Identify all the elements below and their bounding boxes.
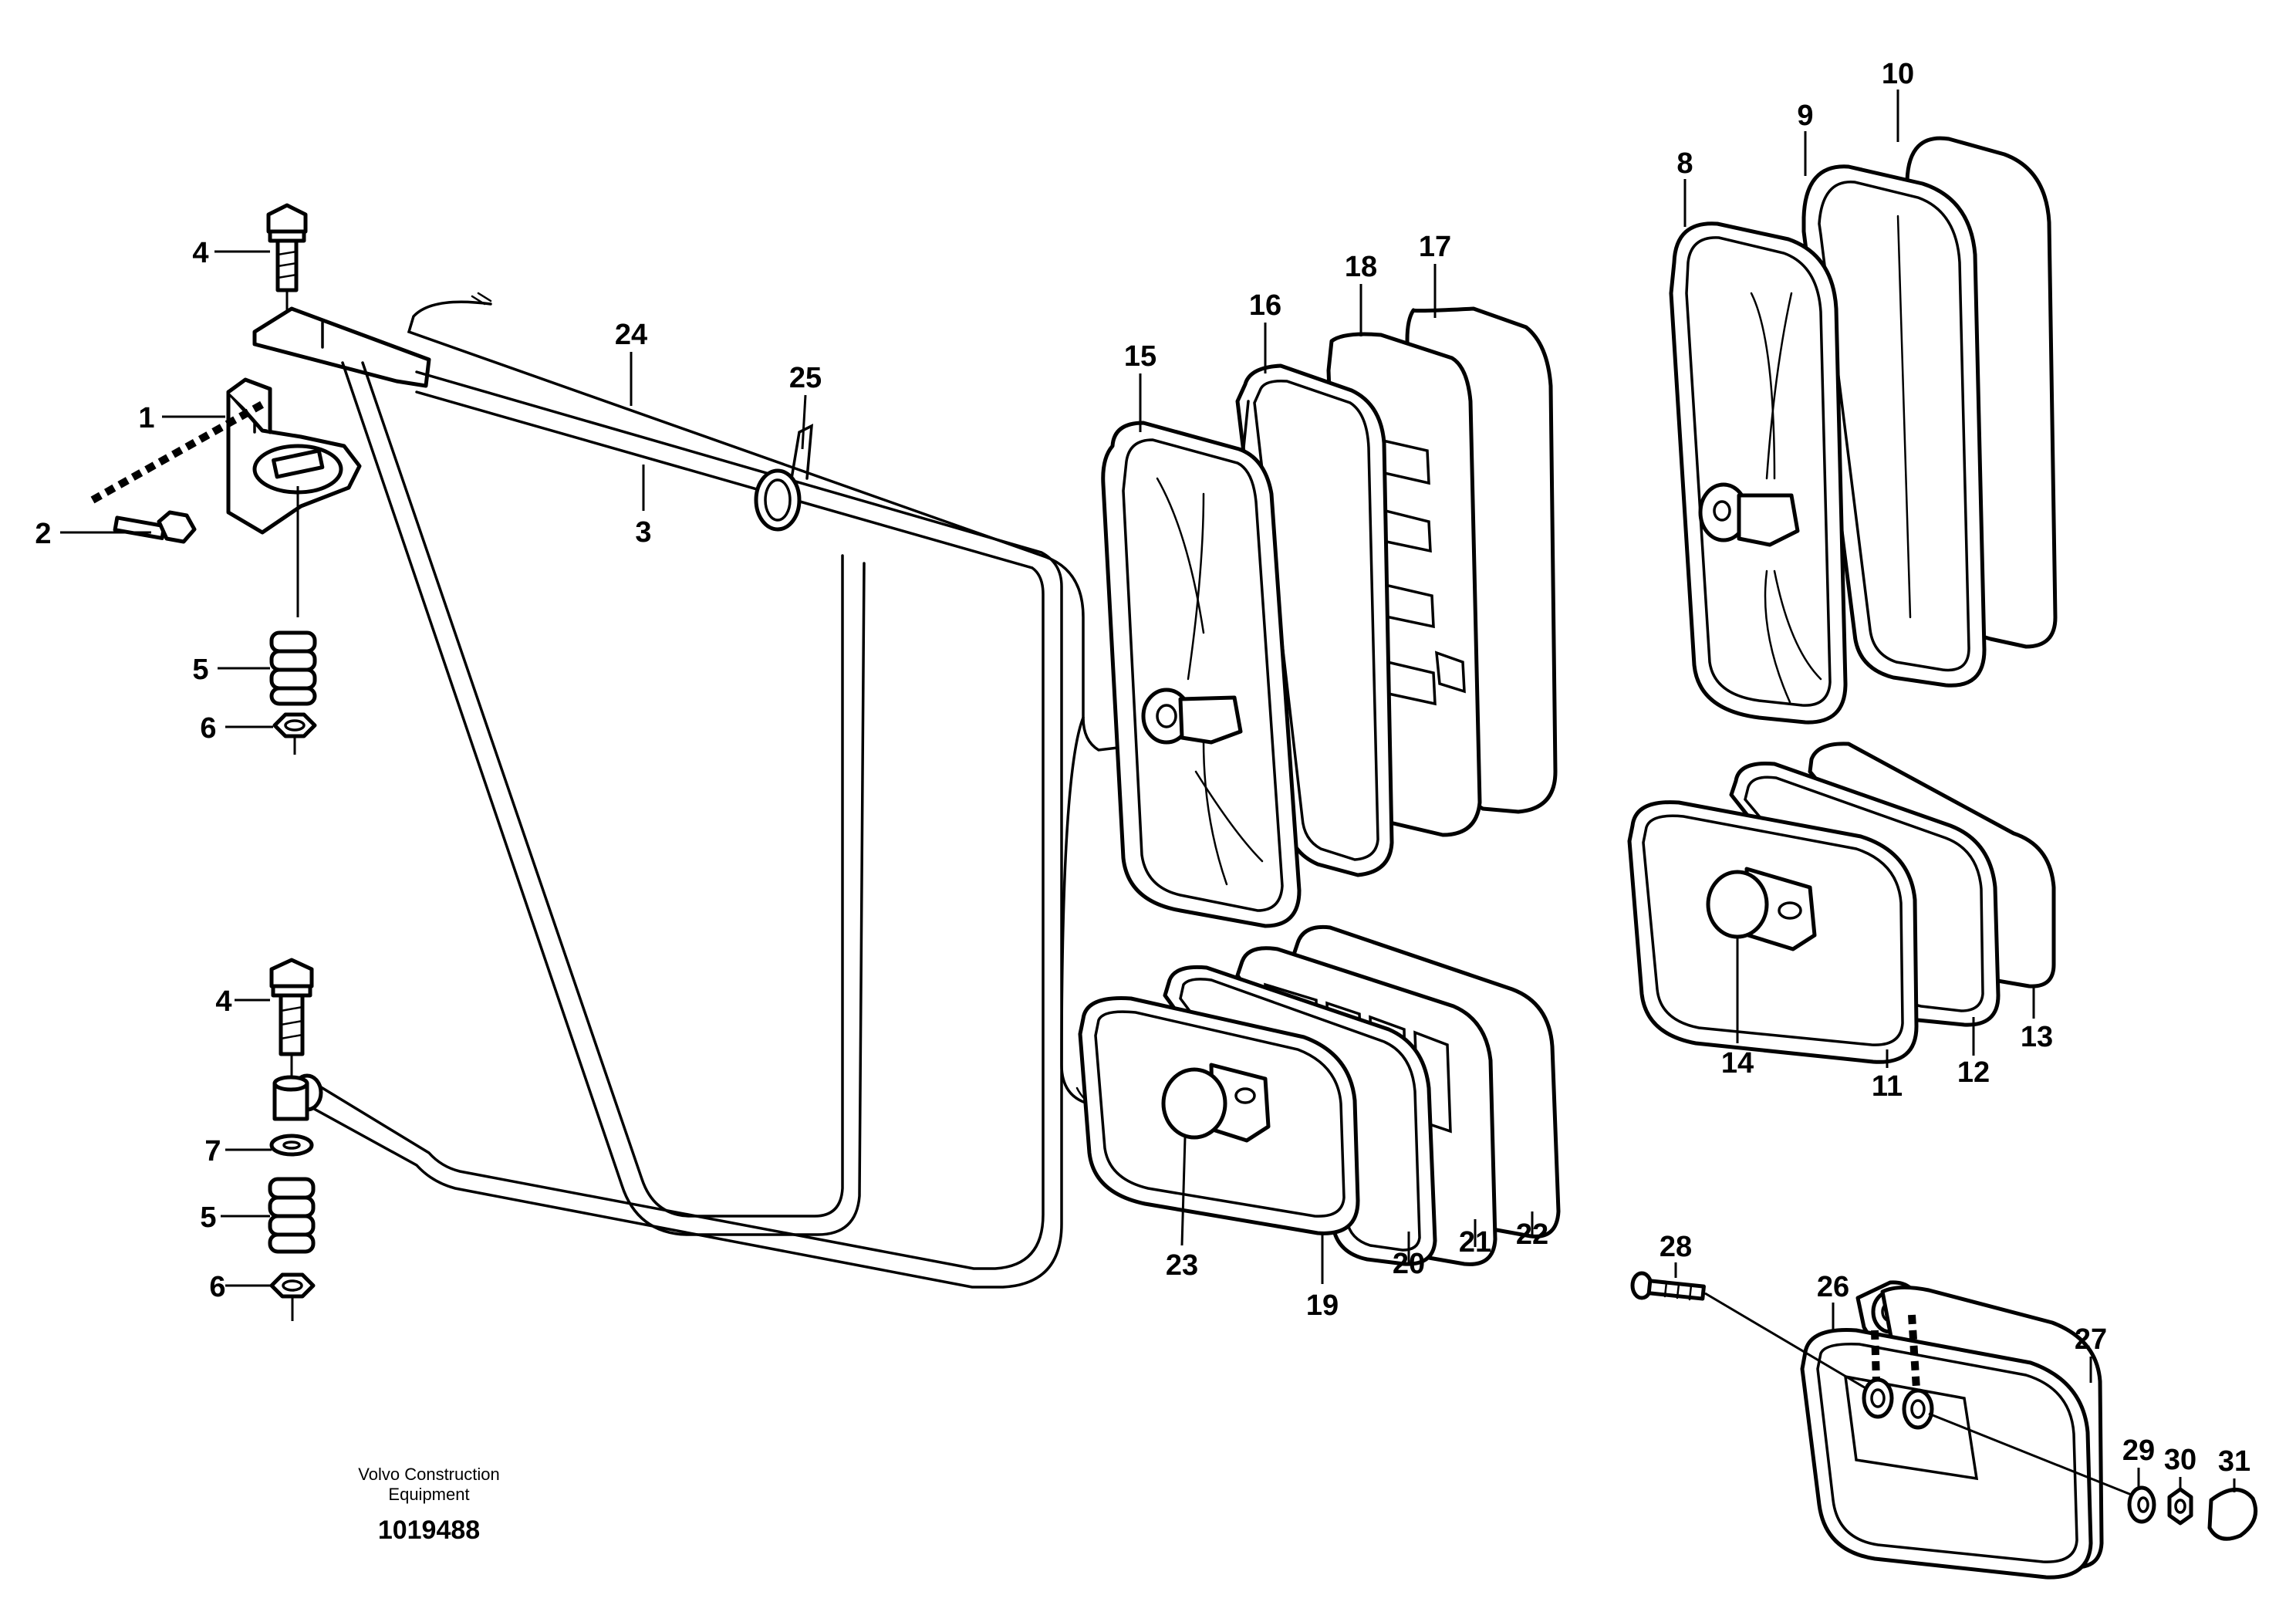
callout-2: 2 [35,518,51,550]
bracket-part-1 [226,377,362,535]
mirror-set-e [1630,1271,2257,1580]
callout-labels: 1 2 3 4 4 5 5 6 6 7 8 9 10 11 12 13 14 1… [35,58,2250,1478]
callout-14: 14 [1721,1047,1754,1080]
mirror-head-part-26 [1800,1314,2093,1580]
mirror-head-part-8 [1669,221,1848,725]
callout-19: 19 [1306,1289,1339,1322]
spring-upper [269,630,317,706]
nut-part-30 [2167,1487,2193,1526]
washer-part-29 [2127,1485,2156,1524]
callout-25: 25 [789,362,822,394]
callout-12: 12 [1957,1056,1990,1089]
callout-27: 27 [2075,1323,2107,1356]
mirror-head-part-15 [1101,421,1302,928]
upper-mount-group [90,203,362,755]
mirror-head-part-23 [1078,996,1360,1235]
lower-mount-group [268,958,316,1321]
cable-tie-part-25 [754,424,814,532]
callout-7: 7 [204,1135,221,1168]
callout-5-upper: 5 [192,654,208,686]
nut-lower [269,1272,316,1321]
gasket-part-16 [1235,363,1394,877]
callout-29: 29 [2122,1434,2155,1467]
callout-30: 30 [2164,1444,2196,1476]
screw-part-28 [1630,1271,1868,1391]
callout-15: 15 [1124,340,1156,373]
callout-18: 18 [1345,251,1377,283]
bolt-lower [269,958,314,1077]
gasket-part-9 [1801,164,1987,688]
callout-28: 28 [1660,1231,1692,1263]
bolt-upper [266,203,308,315]
callout-26: 26 [1817,1271,1849,1303]
callout-6-upper: 6 [200,712,216,745]
mirror-set-c [1627,742,2056,1064]
callout-16: 16 [1249,289,1281,322]
callout-22: 22 [1516,1218,1548,1251]
callout-13: 13 [2021,1021,2053,1053]
drawing-footer: Volvo Construction Equipment 1019488 [358,1465,499,1545]
spring-lower [268,1177,316,1254]
callout-3: 3 [635,516,651,549]
mirror-arm-part-3 [252,306,1063,1289]
drawing-number: 1019488 [378,1516,480,1545]
leader-lines [60,90,2236,1492]
callout-20: 20 [1393,1248,1425,1280]
mirror-set-d [1078,924,1561,1266]
callout-8: 8 [1676,147,1693,180]
callout-24: 24 [615,319,647,351]
callout-4-upper: 4 [192,237,208,269]
screw-part-2 [90,400,265,544]
washer-part-7 [269,1134,314,1157]
callout-21: 21 [1459,1226,1491,1259]
callout-11: 11 [1872,1070,1903,1103]
callout-10: 10 [1882,58,1914,90]
callout-4-lower: 4 [215,985,231,1018]
callout-17: 17 [1419,231,1451,263]
cap-part-31 [2207,1488,2257,1541]
callout-23: 23 [1166,1249,1198,1282]
callout-6-lower: 6 [209,1271,225,1303]
mirror-set-a [1101,306,1558,928]
cable-part-24 [407,292,1151,1134]
callout-9: 9 [1797,100,1813,132]
mirror-set-b [1669,136,2058,725]
company-name-line2: Equipment [388,1485,469,1504]
nut-upper [272,712,317,755]
company-name-line1: Volvo Construction [358,1465,499,1484]
callout-31: 31 [2218,1445,2250,1478]
callout-5-lower: 5 [200,1201,216,1234]
mirror-head-part-11 [1627,800,1919,1064]
callout-1: 1 [138,402,154,434]
